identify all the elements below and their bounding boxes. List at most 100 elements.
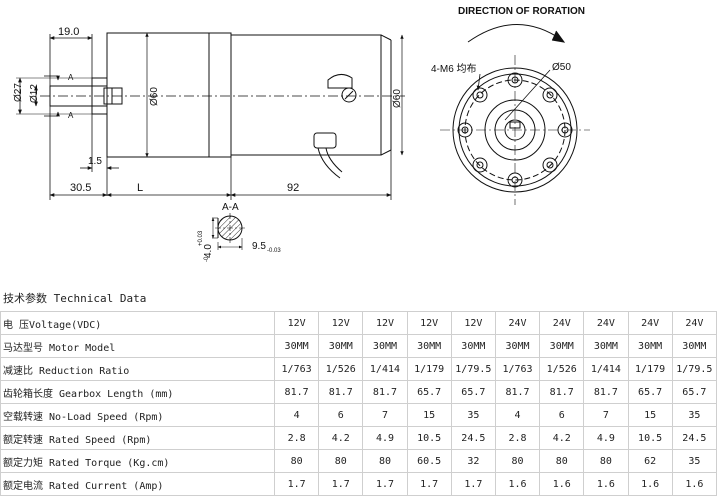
dim-key-depth-tol-top: +0.03 (198, 230, 204, 246)
table-cell: 65.7 (671, 380, 718, 404)
table-cell: 65.7 (406, 380, 452, 404)
dim-30-5: 30.5 (70, 182, 91, 194)
table-cell: 81.7 (362, 380, 408, 404)
section-marker-top: A (68, 73, 74, 82)
table-cell: 30MM (450, 334, 496, 358)
table-cell: 24V (539, 311, 585, 335)
table-cell: 80 (583, 449, 629, 473)
table-cell: 24.5 (450, 426, 496, 450)
row-label: 减速比 Reduction Ratio (0, 357, 275, 381)
rotation-arrow (467, 24, 566, 43)
row-label: 额定力矩 Rated Torque (Kg.cm) (0, 449, 275, 473)
table-cell: 1.7 (273, 472, 320, 496)
table-cell: 1/179 (406, 357, 452, 381)
table-cell: 32 (450, 449, 496, 473)
table-cell: 30MM (583, 334, 629, 358)
holes-label: 4-M6 均布 (431, 63, 477, 75)
table-cell: 1/79.5 (671, 357, 718, 381)
table-cell: 1.6 (494, 472, 541, 496)
table-cell: 12V (450, 311, 496, 335)
table-cell: 1.7 (318, 472, 364, 496)
front-view (440, 55, 590, 205)
table-cell: 1.7 (450, 472, 496, 496)
table-cell: 1/414 (362, 357, 408, 381)
table-cell: 81.7 (318, 380, 364, 404)
dim-d60-motor: Ø60 (392, 89, 403, 108)
dim-diameters-left (16, 77, 92, 115)
table-cell: 81.7 (273, 380, 320, 404)
table-cell: 6 (318, 403, 364, 427)
table-cell: 1.6 (539, 472, 585, 496)
table-cell: 1/526 (539, 357, 585, 381)
table-cell: 24V (583, 311, 629, 335)
table-cell: 81.7 (583, 380, 629, 404)
table-cell: 4 (273, 403, 320, 427)
table-cell: 15 (627, 403, 673, 427)
dim-19-label: 19.0 (58, 26, 79, 38)
table-cell: 12V (318, 311, 364, 335)
row-label: 电 压Voltage(VDC) (0, 311, 275, 335)
motor-body (230, 34, 382, 156)
brush-holder (327, 74, 353, 89)
hole-4 (542, 157, 558, 173)
table-cell: 10.5 (627, 426, 673, 450)
table-cell: 30MM (539, 334, 585, 358)
table-cell: 6 (539, 403, 585, 427)
table-cell: 30MM (318, 334, 364, 358)
table-cell: 1/414 (583, 357, 629, 381)
dim-bottom (49, 106, 392, 200)
table-cell: 1/526 (318, 357, 364, 381)
table-cell: 24V (494, 311, 541, 335)
section-marker-bottom: A (68, 111, 74, 120)
section-title: A-A (222, 202, 239, 213)
dim-92: 92 (287, 182, 299, 194)
dim-d27: Ø27 (13, 83, 24, 102)
table-cell: 7 (583, 403, 629, 427)
table-cell: 15 (406, 403, 452, 427)
table-cell: 80 (494, 449, 541, 473)
table-cell: 24V (627, 311, 673, 335)
hole-3 (472, 157, 488, 173)
section-a-a (211, 213, 245, 250)
table-cell: 4.9 (583, 426, 629, 450)
table-cell: 12V (273, 311, 320, 335)
side-view (40, 32, 405, 179)
table-cell: 30MM (362, 334, 408, 358)
row-label: 额定转速 Rated Speed (Rpm) (0, 426, 275, 450)
cable-outlet (313, 132, 337, 149)
table-cell: 30MM (273, 334, 320, 358)
row-label: 马达型号 Motor Model (0, 334, 275, 358)
dim-key-depth-tol-bot: -0 (204, 256, 210, 262)
table-cell: 7 (362, 403, 408, 427)
table-cell: 1/763 (273, 357, 320, 381)
row-label: 额定电流 Rated Current (Amp) (0, 472, 275, 496)
table-cell: 1.7 (362, 472, 408, 496)
table-cell: 1.7 (406, 472, 452, 496)
table-cell: 35 (450, 403, 496, 427)
hole-1 (472, 87, 488, 103)
rotation-title: DIRECTION OF RORATION (458, 6, 585, 17)
table-cell: 1.6 (583, 472, 629, 496)
table-cell: 4.2 (539, 426, 585, 450)
table-cell: 24.5 (671, 426, 718, 450)
row-label: 空载转速 No-Load Speed (Rpm) (0, 403, 275, 427)
table-cell: 1.6 (627, 472, 673, 496)
table-cell: 10.5 (406, 426, 452, 450)
gearbox-body (106, 32, 232, 158)
caption: 技术参数 Technical Data (3, 292, 147, 305)
hole-2 (542, 87, 558, 103)
table-cell: 65.7 (450, 380, 496, 404)
dim-key-depth: 4.0 (203, 244, 214, 258)
dim-L: L (137, 182, 143, 194)
dim-d12: Ø12 (29, 84, 40, 103)
table-cell: 12V (362, 311, 408, 335)
table-cell: 80 (539, 449, 585, 473)
table-cell: 81.7 (494, 380, 541, 404)
